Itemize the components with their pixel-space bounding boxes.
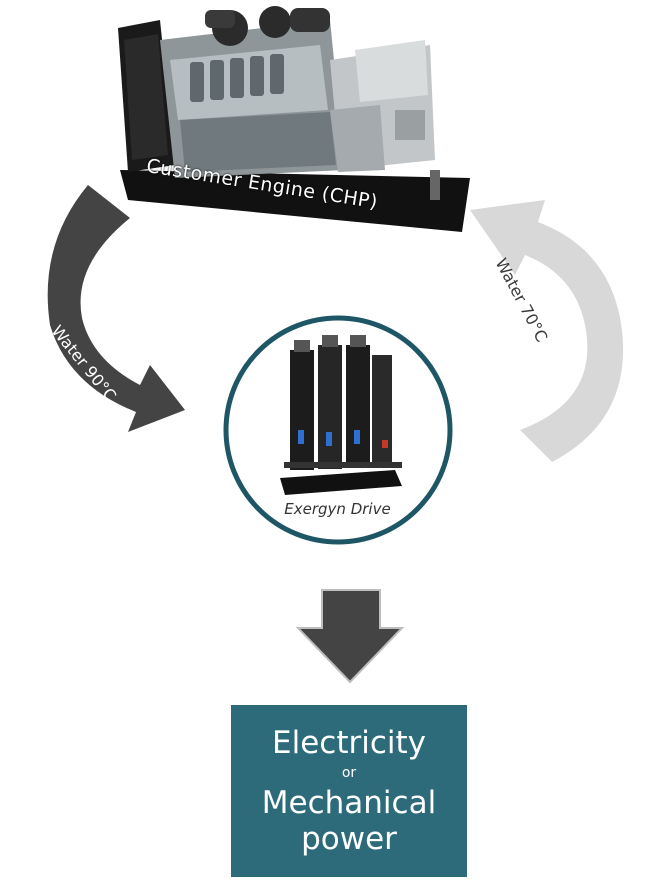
- return-water-arrow: [470, 200, 624, 462]
- drive-label: Exergyn Drive: [284, 500, 391, 518]
- output-box: Electricity or Mechanical power: [231, 705, 467, 877]
- output-or: or: [341, 765, 357, 781]
- output-arrow: [295, 589, 405, 684]
- hot-water-arrow: [47, 185, 186, 432]
- exergyn-drive-illustration: [280, 335, 402, 495]
- output-power: power: [301, 821, 397, 857]
- output-electricity: Electricity: [272, 725, 426, 761]
- engine-skid: [120, 170, 470, 232]
- output-mechanical: Mechanical: [261, 785, 437, 821]
- engine-generator-illustration: [118, 6, 470, 232]
